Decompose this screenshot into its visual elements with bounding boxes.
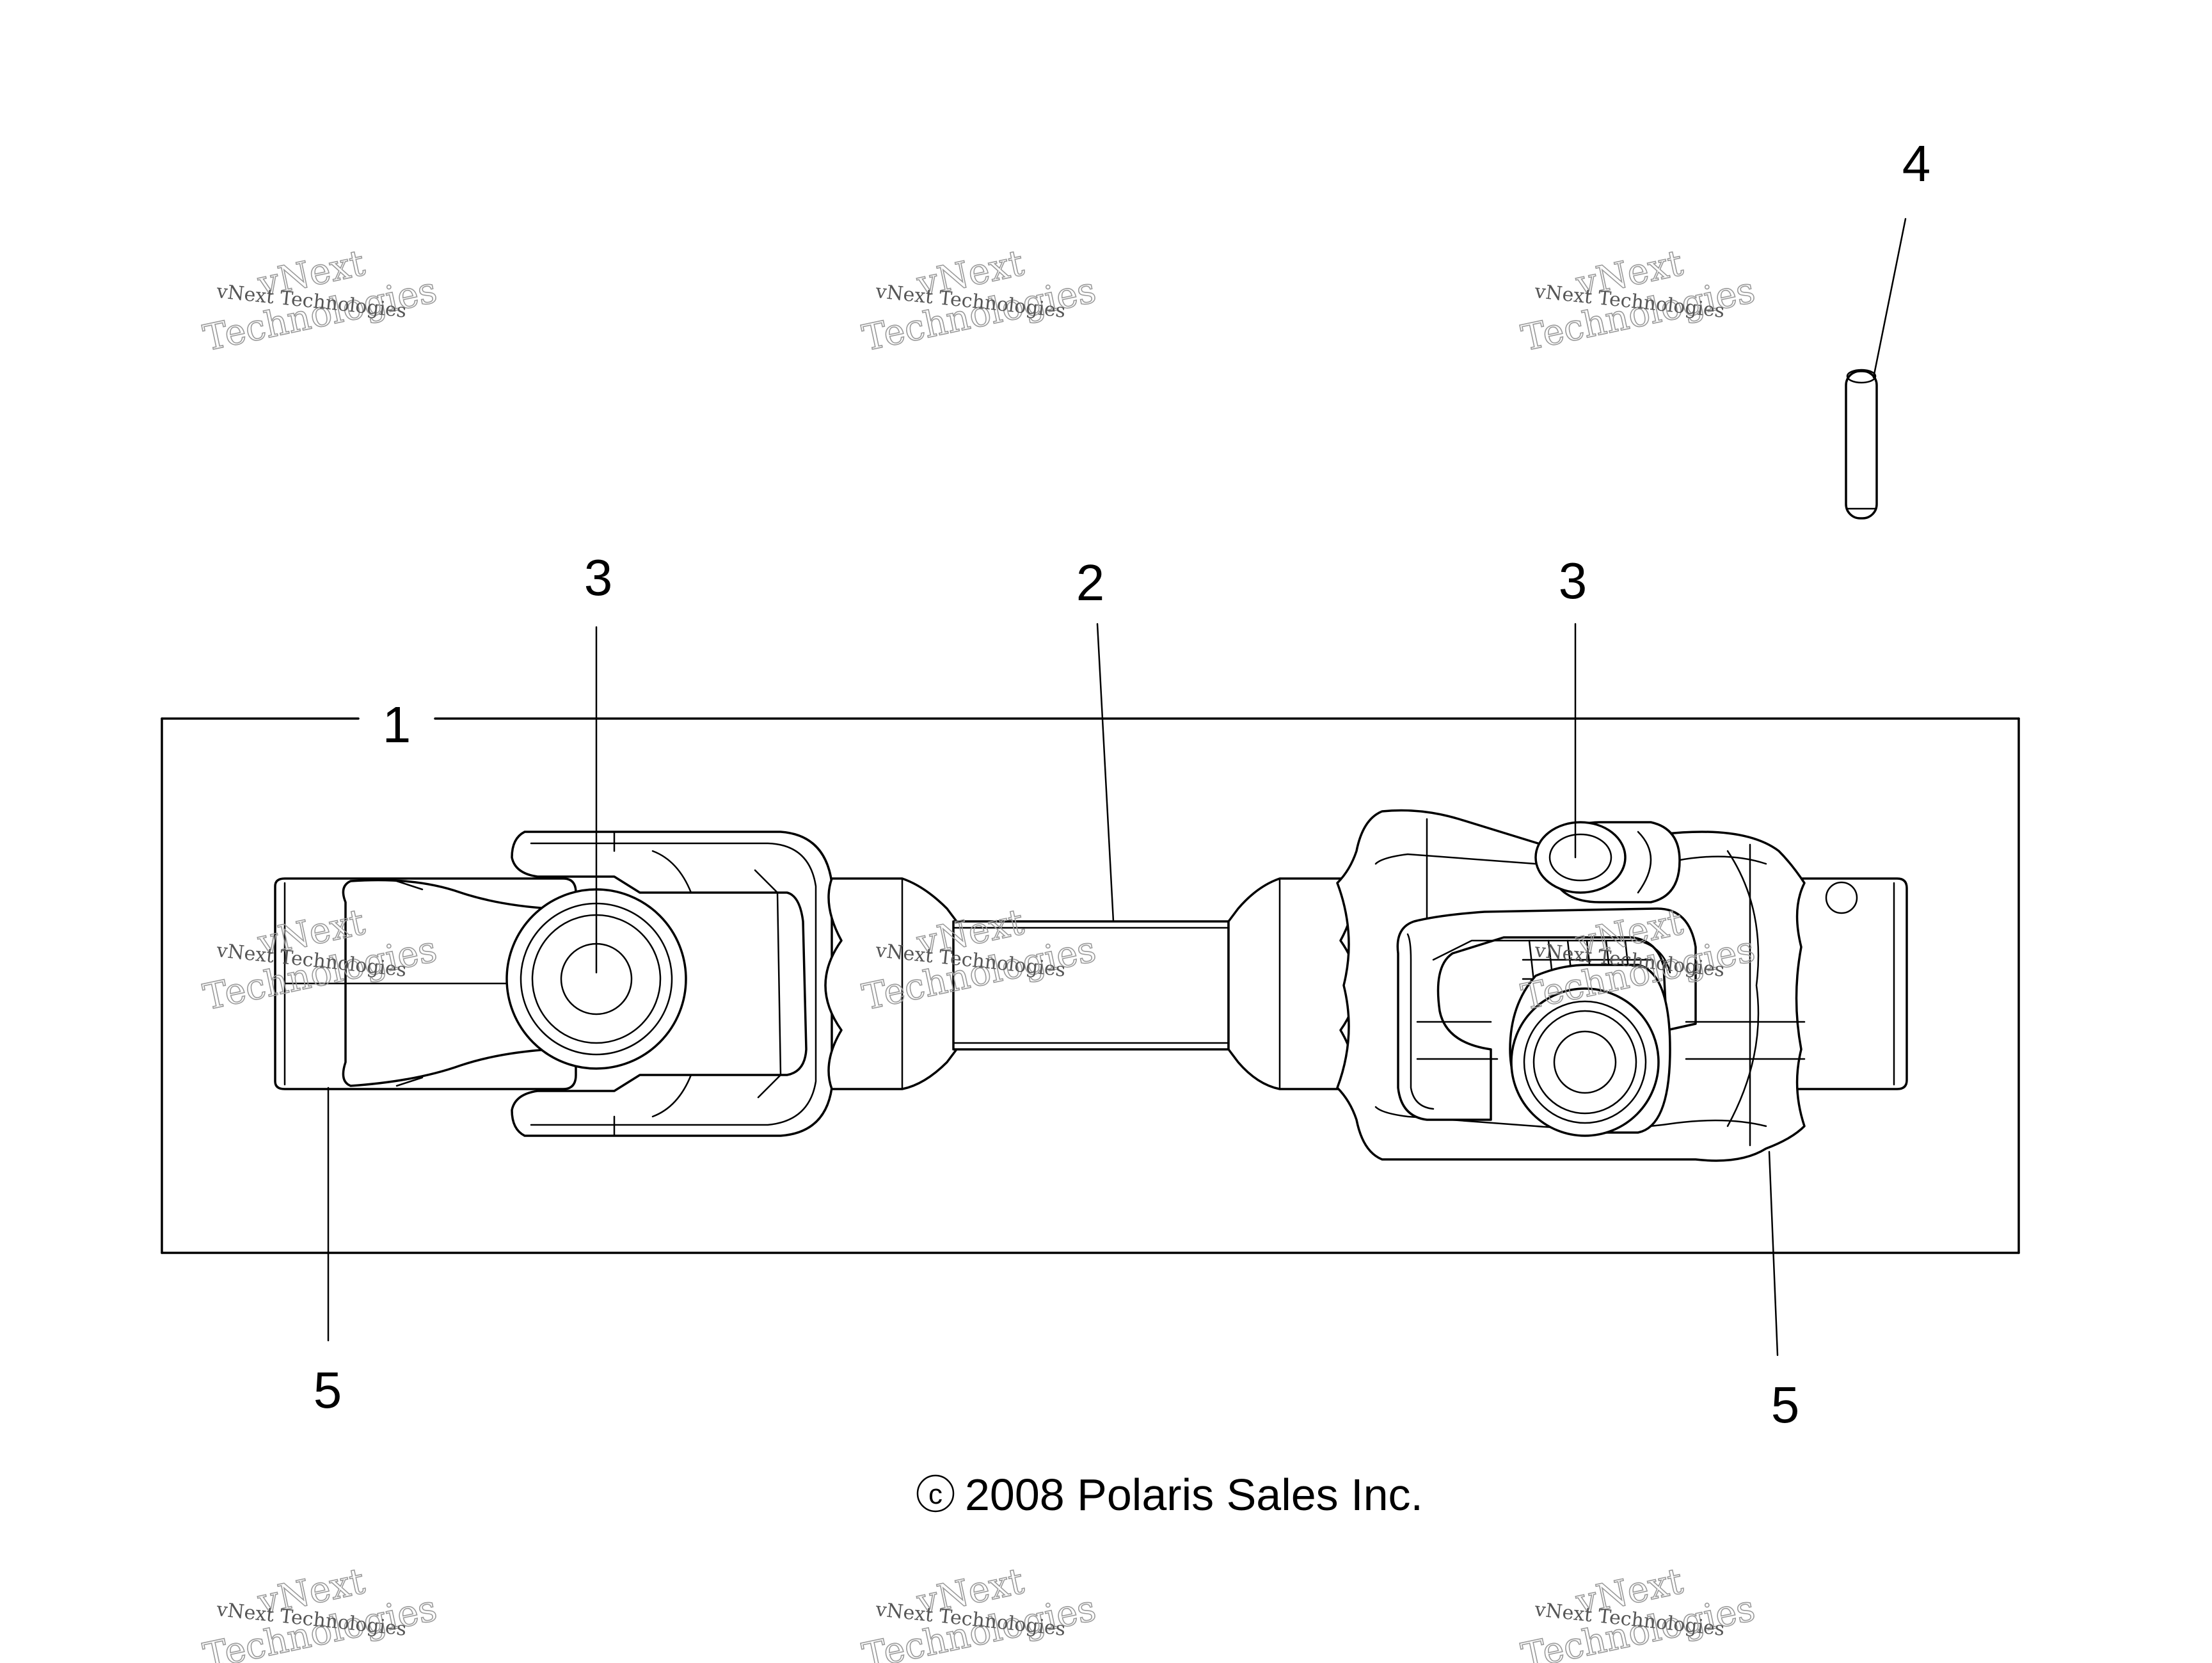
- left-yoke: [274, 831, 958, 1137]
- leader-lines: [327, 218, 1907, 1357]
- copyright-circle: [916, 1474, 955, 1513]
- callout-3-right: 3: [1559, 552, 1587, 609]
- right-yoke: [1227, 809, 1908, 1162]
- callout-5-left: 5: [314, 1362, 342, 1419]
- copyright-notice: c 2008 Polaris Sales Inc.: [916, 1470, 1423, 1520]
- roll-pin: [1845, 369, 1878, 520]
- assembly-box: [161, 717, 2020, 1254]
- callout-1: 1: [383, 696, 411, 753]
- center-shaft: [952, 920, 1230, 1051]
- copyright-symbol-letter: c: [928, 1479, 943, 1510]
- callout-3-left: 3: [584, 549, 613, 606]
- copyright-text: 2008 Polaris Sales Inc.: [965, 1470, 1423, 1520]
- callout-labels: 1 2 3 3 4 5 5: [314, 135, 1931, 1433]
- callout-2: 2: [1076, 554, 1105, 611]
- callout-5-right: 5: [1771, 1376, 1800, 1433]
- callout-4: 4: [1902, 135, 1931, 192]
